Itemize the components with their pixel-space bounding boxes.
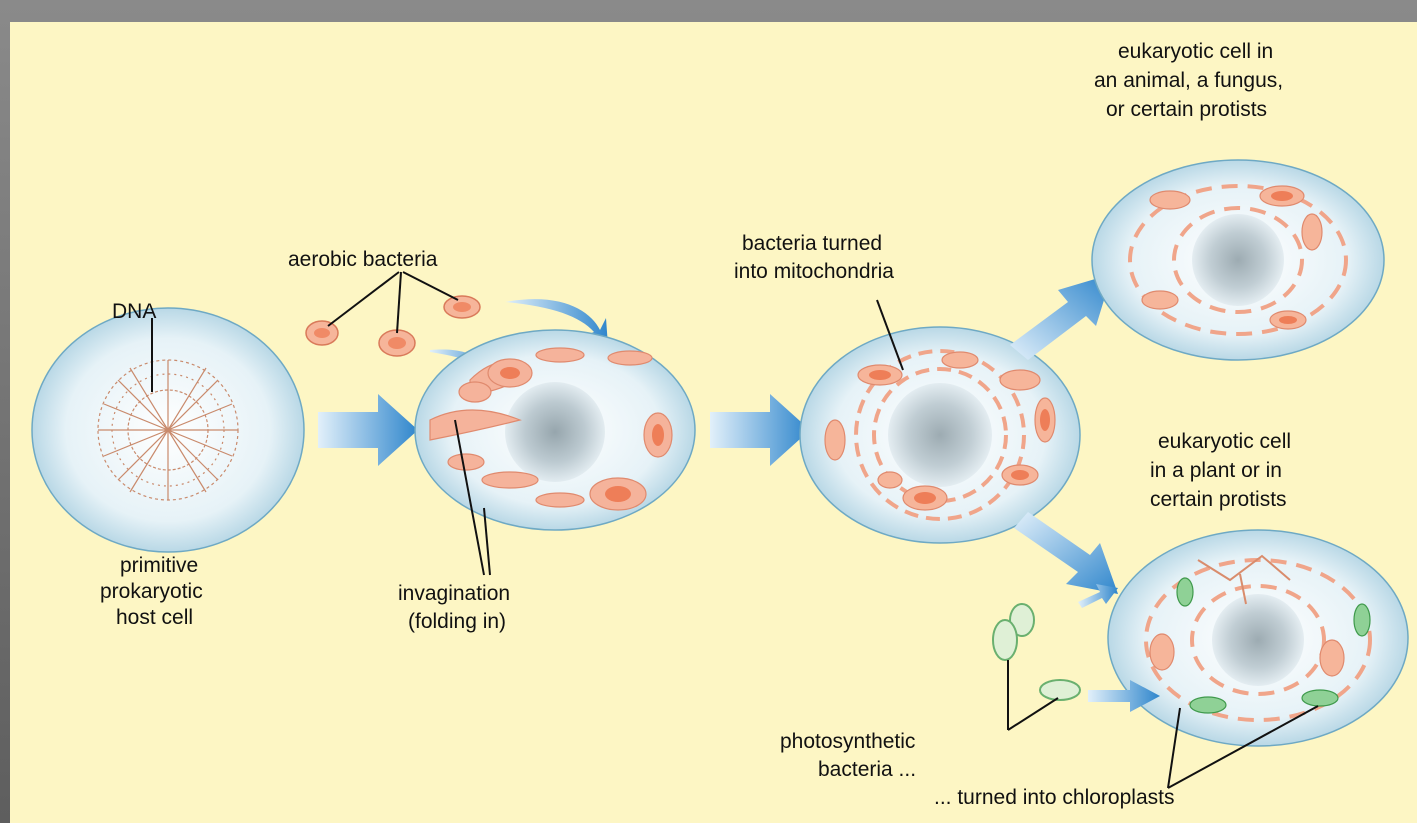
dna-label: DNA <box>112 300 156 323</box>
arrow-invagination-to-mitochondria <box>710 394 810 466</box>
host-cell-label-1: primitive <box>120 554 198 577</box>
plant-cell <box>1108 530 1408 746</box>
photosynthetic-label-2: bacteria ... <box>818 758 916 781</box>
animal-cell-label-2: an animal, a fungus, <box>1094 69 1283 92</box>
animal-cell-label-1: eukaryotic cell in <box>1118 40 1273 63</box>
plant-cell-label-1: eukaryotic cell <box>1158 430 1291 453</box>
animal-cell <box>1092 160 1384 360</box>
plant-cell-label-2: in a plant or in <box>1150 459 1282 482</box>
aerobic-bacteria <box>306 272 480 356</box>
invagination-label-2: (folding in) <box>408 610 506 633</box>
arrow-host-to-invagination <box>318 394 418 466</box>
mitochondria-label-2: into mitochondria <box>734 260 894 283</box>
invagination-cell <box>415 330 695 575</box>
arrow-to-plant-cell <box>1014 512 1118 594</box>
dna-tangle <box>98 360 238 500</box>
animal-cell-label-3: or certain protists <box>1106 98 1267 121</box>
plant-cell-label-3: certain protists <box>1150 488 1287 511</box>
mitochondria-label-1: bacteria turned <box>742 232 882 255</box>
host-cell-label-3: host cell <box>116 606 193 629</box>
photosynthetic-label-1: photosynthetic <box>780 730 915 753</box>
aerobic-bacteria-label: aerobic bacteria <box>288 248 438 271</box>
host-cell <box>32 308 304 552</box>
chloroplasts-label: ... turned into chloroplasts <box>934 786 1174 809</box>
invagination-label-1: invagination <box>398 582 510 605</box>
host-cell-label-2: prokaryotic <box>100 580 203 603</box>
